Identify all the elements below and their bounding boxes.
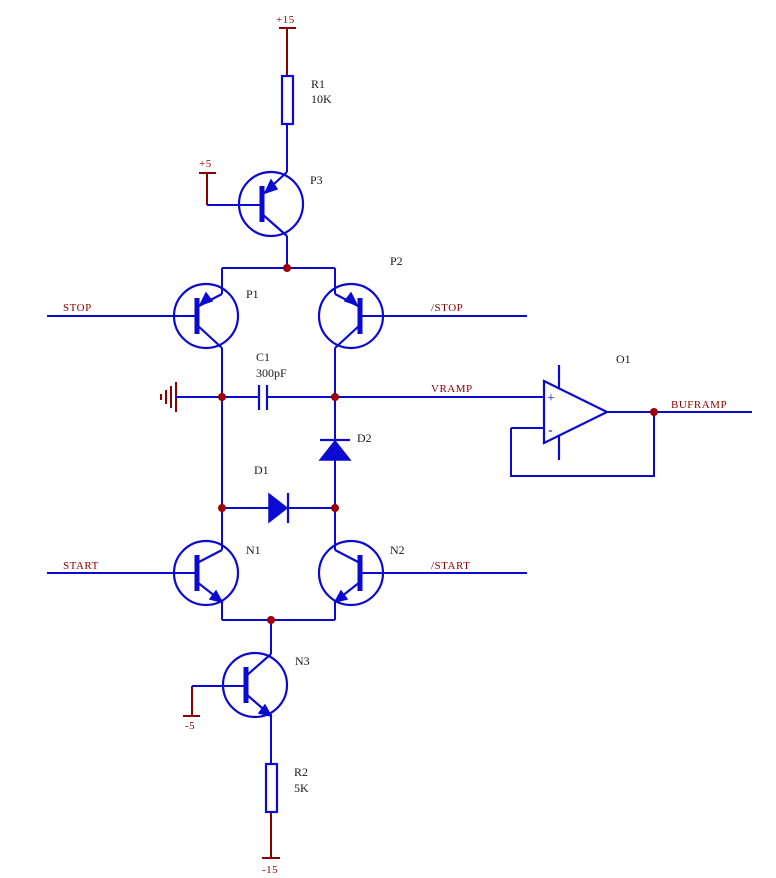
resistor-r2: R2 5K (264, 762, 309, 814)
ground-symbol (160, 382, 222, 412)
opamp-o1: + - O1 BUFRAMP (510, 352, 752, 477)
resistor-r1: R1 10K (280, 74, 332, 172)
o1-label: O1 (616, 352, 631, 366)
nstop-label: /STOP (431, 302, 463, 314)
stop-label: STOP (63, 302, 92, 314)
junction-dots (218, 264, 658, 624)
junction-dot (267, 616, 275, 624)
vramp-label: VRAMP (431, 383, 473, 395)
transistor-p2: /STOP P2 (317, 254, 527, 350)
junction-dot (331, 393, 339, 401)
p3-label: P3 (310, 173, 323, 187)
junction-dot (650, 408, 658, 416)
n3-label: N3 (295, 654, 310, 668)
rail-pos15: +15 (276, 14, 296, 76)
rail-neg15-label: -15 (262, 864, 278, 876)
transistor-p3: P3 (207, 170, 323, 268)
junction-dot (218, 504, 226, 512)
r2-ref-label: R2 (294, 765, 308, 779)
rail-neg5: -5 (183, 686, 200, 732)
diode-d2: D2 (318, 431, 372, 461)
n1-label: N1 (246, 543, 261, 557)
transistor-n1: START N1 (47, 539, 261, 607)
rail-neg15: -15 (262, 812, 280, 876)
junction-dot (218, 393, 226, 401)
d1-label: D1 (254, 463, 269, 477)
p2-label: P2 (390, 254, 403, 268)
transistor-p1: STOP P1 (47, 282, 259, 350)
r1-ref-label: R1 (311, 77, 325, 91)
r1-value-label: 10K (311, 92, 332, 106)
rail-pos15-label: +15 (276, 14, 295, 26)
junction-dot (331, 504, 339, 512)
transistor-n2: /START N2 (317, 539, 527, 607)
opamp-plus-pin: + (547, 391, 555, 406)
c1-ref-label: C1 (256, 350, 270, 364)
rail-pos5: +5 (199, 158, 216, 205)
n2-label: N2 (390, 543, 405, 557)
rail-pos5-label: +5 (199, 158, 212, 170)
opamp-minus-pin: - (548, 423, 553, 438)
d2-label: D2 (357, 431, 372, 445)
c1-value-label: 300pF (256, 366, 287, 380)
rail-neg5-label: -5 (185, 720, 195, 732)
capacitor-c1: C1 300pF (222, 350, 335, 410)
p1-label: P1 (246, 287, 259, 301)
r2-value-label: 5K (294, 781, 309, 795)
start-label: START (63, 560, 99, 572)
junction-dot (283, 264, 291, 272)
transistor-n3: N3 (192, 651, 310, 764)
diode-d1: D1 (222, 463, 335, 524)
nstart-label: /START (431, 560, 470, 572)
buframp-label: BUFRAMP (671, 399, 727, 411)
